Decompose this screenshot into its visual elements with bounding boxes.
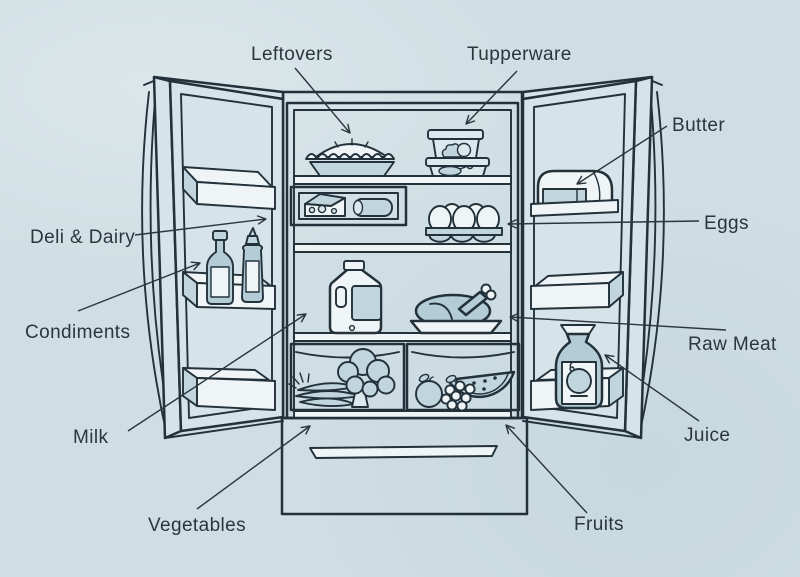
- grapes-icon: [440, 374, 476, 412]
- label-deli-dairy: Deli & Dairy: [30, 227, 135, 248]
- annotation-milk: Milk: [73, 313, 307, 448]
- pie-icon: [305, 138, 395, 177]
- annotation-tupperware: Tupperware: [465, 44, 572, 125]
- right-door: [521, 75, 654, 440]
- turkey-icon: [409, 283, 503, 335]
- left-door-shelf-bottom: [182, 367, 276, 411]
- deli-drawer: [289, 185, 408, 227]
- annotation-raw-meat: Raw Meat: [509, 312, 777, 355]
- label-juice: Juice: [684, 425, 730, 446]
- annotation-eggs: Eggs: [507, 213, 749, 234]
- orange-icon: [415, 373, 443, 408]
- left-door: [152, 75, 285, 440]
- label-raw-meat: Raw Meat: [688, 334, 777, 355]
- butter-dish-icon: [530, 169, 619, 217]
- annotation-leftovers: Leftovers: [251, 44, 351, 134]
- annotation-condiments: Condiments: [25, 261, 201, 343]
- right-door-shelf-middle: [530, 271, 624, 310]
- annotation-vegetables: Vegetables: [148, 425, 311, 536]
- label-condiments: Condiments: [25, 322, 130, 343]
- milk-jug-icon: [328, 260, 383, 335]
- annotation-juice: Juice: [604, 354, 730, 446]
- annotation-deli-dairy: Deli & Dairy: [30, 215, 267, 248]
- label-eggs: Eggs: [704, 213, 749, 234]
- label-milk: Milk: [73, 427, 108, 448]
- annotation-fruits: Fruits: [505, 424, 624, 535]
- freezer-handle: [309, 445, 498, 459]
- vegetable-bin: [288, 342, 406, 412]
- egg-carton-icon: [425, 203, 503, 243]
- broccoli-icon: [337, 348, 396, 408]
- label-fruits: Fruits: [574, 514, 624, 535]
- fruit-bin: [405, 342, 521, 412]
- cheese-icon: [304, 193, 346, 217]
- left-door-shelf-top: [182, 166, 276, 210]
- tupperware-stack-icon: [425, 129, 490, 177]
- juice-bottle-icon: [554, 324, 604, 410]
- freezer-drawer: [280, 416, 529, 516]
- label-tupperware: Tupperware: [467, 44, 572, 65]
- label-vegetables: Vegetables: [148, 515, 246, 536]
- deli-meat-icon: [352, 198, 393, 217]
- label-leftovers: Leftovers: [251, 44, 333, 65]
- condiment-bottles-icon: [206, 227, 264, 305]
- label-butter: Butter: [672, 115, 725, 136]
- annotation-butter: Butter: [576, 115, 725, 185]
- fridge-cabinet: [141, 79, 665, 516]
- annotations: Leftovers Tupperware Butter Eggs Deli & …: [25, 44, 777, 536]
